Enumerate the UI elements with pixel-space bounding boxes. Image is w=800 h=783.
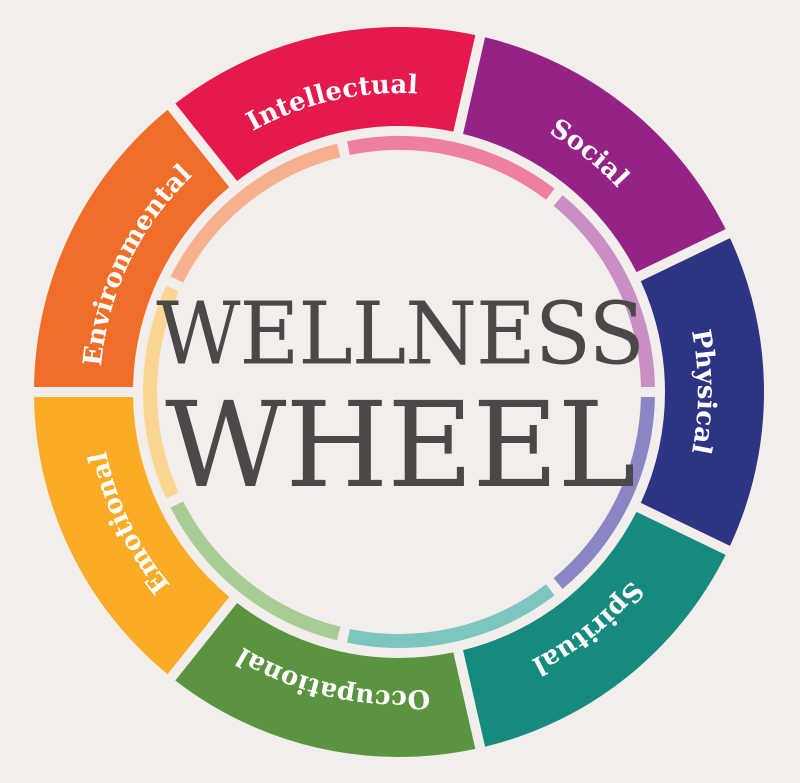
segment-intellectual [175, 26, 476, 181]
segment-occupational [175, 603, 476, 757]
title-wheel: WHEEL [165, 376, 636, 514]
inner-arc-physical [553, 396, 655, 589]
inner-arc-occupational [170, 501, 341, 641]
inner-arc-spiritual [347, 584, 555, 648]
segment-environmental [34, 109, 230, 388]
inner-arc-emotional [143, 285, 179, 499]
segment-physical [640, 238, 764, 546]
segment-social [463, 37, 726, 273]
inner-arc-intellectual [347, 136, 555, 200]
title-wellness: WELLNESS [156, 284, 645, 385]
inner-ring [143, 136, 655, 648]
segment-emotional [34, 396, 230, 675]
segment-spiritual [463, 511, 726, 747]
inner-arc-environmental [170, 143, 341, 283]
inner-arc-social [553, 195, 655, 388]
outer-ring [34, 26, 764, 757]
